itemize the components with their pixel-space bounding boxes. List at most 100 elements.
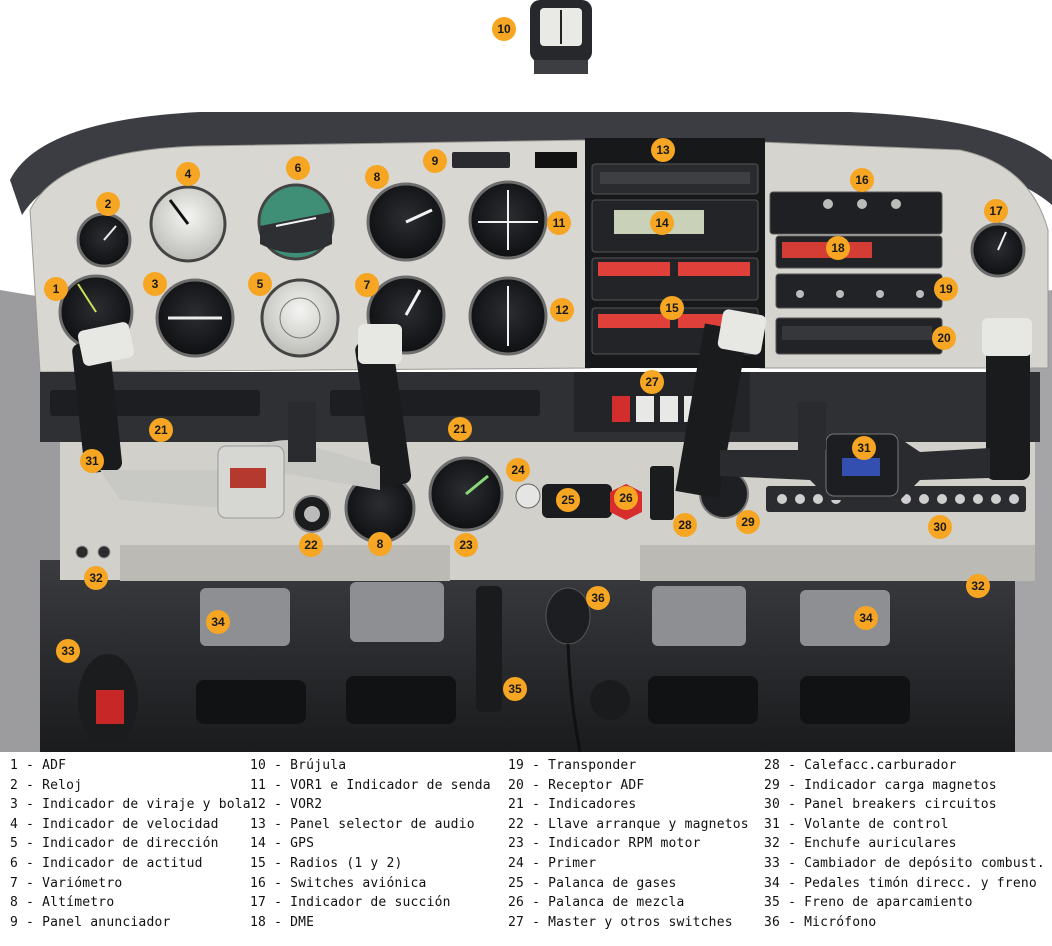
callout-marker-circle bbox=[984, 199, 1008, 223]
legend-item-2: 2 - Reloj bbox=[10, 777, 83, 793]
callout-marker-label: 3 bbox=[152, 277, 159, 291]
microphone bbox=[545, 587, 630, 752]
legend-item-28: 28 - Calefacc.carburador bbox=[764, 758, 957, 773]
legend-item-24: 24 - Primer bbox=[508, 855, 597, 871]
callout-marker-circle bbox=[143, 272, 167, 296]
callout-marker-14: 14 bbox=[650, 211, 674, 235]
callout-marker-circle bbox=[454, 533, 478, 557]
right-control-yoke bbox=[675, 309, 1032, 500]
callout-marker-circle bbox=[934, 277, 958, 301]
callout-marker-label: 18 bbox=[831, 241, 845, 255]
callout-marker-33: 33 bbox=[56, 639, 80, 663]
legend-column-3: 19 - Transponder 20 - Receptor ADF 21 - … bbox=[508, 756, 749, 932]
callout-marker-3: 3 bbox=[143, 272, 167, 296]
tachometer bbox=[428, 456, 504, 532]
callout-marker-9: 9 bbox=[423, 149, 447, 173]
legend-item-9: 9 - Panel anunciador bbox=[10, 914, 171, 930]
legend-item-30: 30 - Panel breakers circuitos bbox=[764, 797, 997, 813]
callout-marker-circle bbox=[503, 677, 527, 701]
legend-item-20: 20 - Receptor ADF bbox=[508, 777, 645, 793]
callout-marker-26: 26 bbox=[614, 486, 638, 510]
legend-item-12: 12 - VOR2 bbox=[250, 797, 323, 813]
callout-marker-27: 27 bbox=[640, 370, 664, 394]
callout-marker-label: 32 bbox=[89, 571, 103, 585]
callout-marker-circle bbox=[355, 273, 379, 297]
callout-marker-label: 12 bbox=[555, 303, 569, 317]
legend-item-7: 7 - Variómetro bbox=[10, 875, 123, 891]
callout-marker-2: 2 bbox=[96, 192, 120, 216]
callout-marker-13: 13 bbox=[651, 138, 675, 162]
callout-marker-label: 4 bbox=[185, 167, 192, 181]
callout-marker-label: 32 bbox=[971, 579, 985, 593]
adf-receiver bbox=[775, 317, 943, 355]
callout-marker-circle bbox=[932, 326, 956, 350]
callout-marker-label: 7 bbox=[364, 278, 371, 292]
callout-marker-7: 7 bbox=[355, 273, 379, 297]
legend-item-5: 5 - Indicador de dirección bbox=[10, 836, 219, 852]
callout-marker-circle bbox=[176, 162, 200, 186]
carb-heat-control bbox=[650, 466, 674, 520]
callout-marker-28: 28 bbox=[673, 513, 697, 537]
legend-item-14: 14 - GPS bbox=[250, 836, 315, 852]
callout-marker-circle bbox=[852, 436, 876, 460]
callout-marker-label: 31 bbox=[85, 454, 99, 468]
legend-item-6: 6 - Indicador de actitud bbox=[10, 855, 203, 871]
avionics-switches bbox=[769, 191, 943, 235]
legend: 1 - ADF 2 - Reloj 3 - Indicador de viraj… bbox=[0, 756, 1052, 942]
legend-item-32: 32 - Enchufe auriculares bbox=[764, 836, 957, 852]
callout-marker-circle bbox=[368, 532, 392, 556]
callout-marker-label: 11 bbox=[553, 216, 566, 230]
vor1-gauge bbox=[468, 180, 548, 260]
callout-marker-label: 35 bbox=[508, 682, 522, 696]
callout-marker-label: 21 bbox=[154, 423, 168, 437]
callout-marker-8: 8 bbox=[368, 532, 392, 556]
legend-item-31: 31 - Volante de control bbox=[764, 816, 949, 832]
callout-marker-label: 24 bbox=[511, 463, 525, 477]
callout-marker-17: 17 bbox=[984, 199, 1008, 223]
callout-marker-4: 4 bbox=[176, 162, 200, 186]
vertical-speed-indicator bbox=[366, 182, 446, 262]
callout-marker-label: 8 bbox=[374, 170, 381, 184]
callout-marker-label: 29 bbox=[741, 515, 755, 529]
callout-marker-label: 2 bbox=[105, 197, 112, 211]
callout-marker-31: 31 bbox=[80, 449, 104, 473]
legend-item-33: 33 - Cambiador de depósito combust. bbox=[764, 855, 1045, 871]
callout-marker-label: 14 bbox=[655, 216, 669, 230]
callout-marker-34: 34 bbox=[206, 610, 230, 634]
legend-column-4: 28 - Calefacc.carburador 29 - Indicador … bbox=[764, 756, 1045, 932]
callout-marker-circle bbox=[56, 639, 80, 663]
legend-item-21: 21 - Indicadores bbox=[508, 797, 637, 813]
callout-marker-circle bbox=[84, 566, 108, 590]
callout-marker-label: 8 bbox=[377, 537, 384, 551]
callout-marker-circle bbox=[550, 298, 574, 322]
legend-item-34: 34 - Pedales timón direcc. y freno bbox=[764, 875, 1037, 891]
callout-marker-1: 1 bbox=[44, 277, 68, 301]
headphone-jacks bbox=[75, 545, 111, 559]
callout-marker-20: 20 bbox=[932, 326, 956, 350]
rudder-pedals bbox=[196, 582, 910, 724]
legend-item-15: 15 - Radios (1 y 2) bbox=[250, 855, 403, 871]
legend-item-19: 19 - Transponder bbox=[508, 758, 637, 773]
callout-marker-circle bbox=[492, 17, 516, 41]
callout-marker-circle bbox=[826, 236, 850, 260]
legend-item-35: 35 - Freno de aparcamiento bbox=[764, 895, 973, 911]
legend-column-2: 10 - Brújula 11 - VOR1 e Indicador de se… bbox=[250, 756, 491, 932]
callout-marker-31: 31 bbox=[852, 436, 876, 460]
callout-marker-circle bbox=[650, 211, 674, 235]
callout-marker-label: 34 bbox=[859, 611, 873, 625]
callout-marker-22: 22 bbox=[299, 533, 323, 557]
callout-marker-circle bbox=[248, 272, 272, 296]
callout-marker-11: 11 bbox=[547, 211, 571, 235]
callout-marker-circle bbox=[928, 515, 952, 539]
callout-marker-label: 34 bbox=[211, 615, 225, 629]
callout-marker-label: 36 bbox=[591, 591, 605, 605]
callout-marker-circle bbox=[80, 449, 104, 473]
callout-marker-label: 31 bbox=[857, 441, 871, 455]
callout-marker-label: 17 bbox=[989, 204, 1003, 218]
ignition-key bbox=[293, 495, 331, 533]
audio-panel bbox=[591, 163, 759, 195]
callout-marker-30: 30 bbox=[928, 515, 952, 539]
legend-item-10: 10 - Brújula bbox=[250, 758, 347, 773]
callout-marker-circle bbox=[506, 458, 530, 482]
